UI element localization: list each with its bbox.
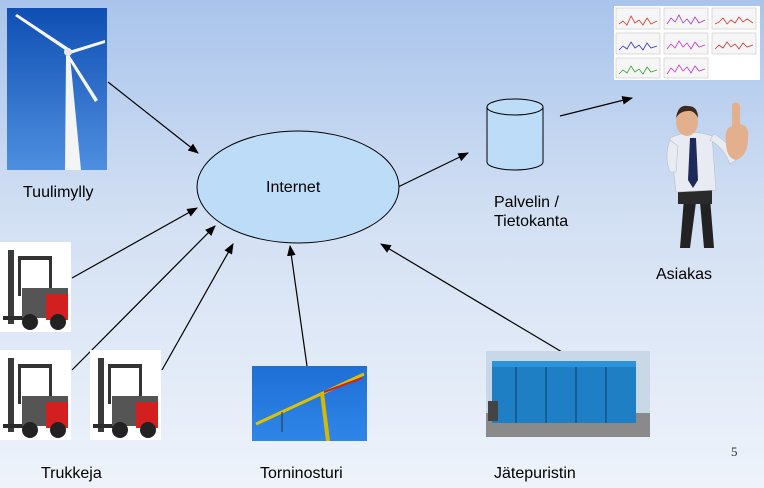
arrow-compactor-to-internet — [380, 243, 563, 353]
arrow-turbine-to-internet — [107, 81, 199, 154]
arrow-internet-to-server — [397, 152, 469, 188]
customer-label: Asiakas — [656, 266, 713, 283]
arrow-forklift3-to-internet — [161, 243, 234, 371]
forklifts-label: Trukkeja — [41, 465, 102, 482]
tower-crane-photo — [252, 366, 367, 441]
database-cylinder-icon — [486, 98, 544, 171]
internet-label: Internet — [266, 179, 321, 196]
arrow-forklift1-to-internet — [71, 207, 198, 279]
tower-crane-label: Torninosturi — [260, 465, 343, 482]
dashboard-charts-thumbnail — [614, 6, 760, 80]
customer-photo — [660, 98, 752, 254]
server-label-line2: Tietokanta — [494, 213, 569, 230]
waste-compactor-photo — [486, 351, 650, 437]
internet-cloud — [196, 130, 400, 244]
server-label-line1: Palvelin / — [494, 194, 559, 211]
forklift-photo — [0, 242, 71, 332]
forklift-photo — [90, 350, 161, 440]
wind-turbine-label: Tuulimylly — [23, 184, 94, 201]
page-number: 5 — [731, 444, 738, 459]
arrow-forklift2-to-internet — [71, 225, 216, 371]
compactor-label: Jätepuristin — [494, 465, 576, 482]
wind-turbine-photo — [7, 8, 107, 170]
forklift-photo — [0, 350, 71, 440]
arrow-server-to-customer — [559, 96, 634, 117]
arrow-crane-to-internet — [287, 244, 308, 367]
